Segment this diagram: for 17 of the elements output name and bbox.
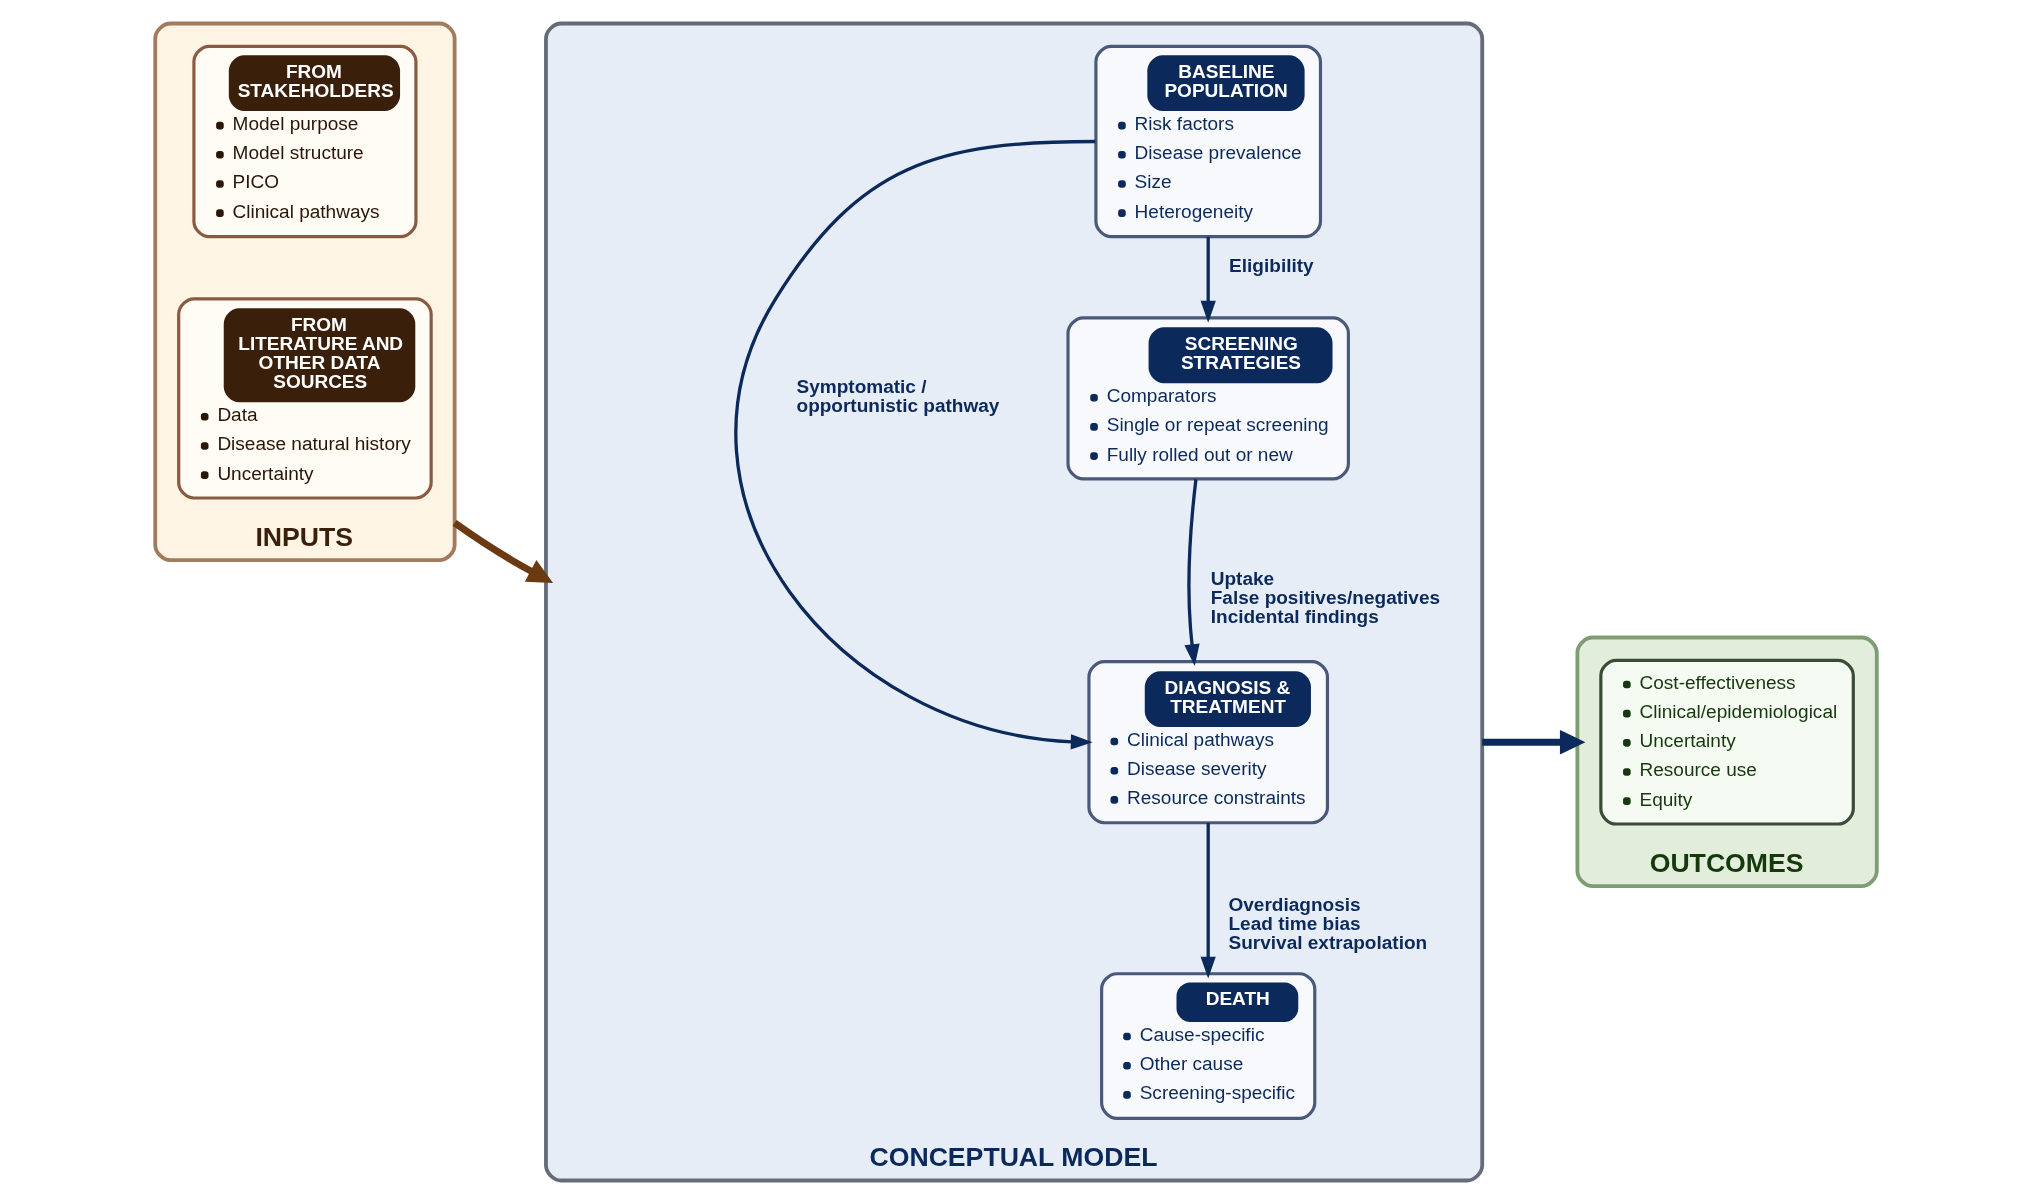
- arrow: [734, 139, 1096, 750]
- arrow: [1482, 729, 1586, 755]
- edge-label: Symptomatic / opportunistic pathway: [796, 376, 1000, 417]
- edge-label: Uptake False positives/negatives Incidental findings: [1210, 567, 1441, 627]
- node-box: FROM LITERATURE AND OTHER DATA SOURCES Data Disease natural history Uncertainty: [177, 297, 433, 500]
- arrow: [1184, 479, 1200, 667]
- node-box: Cost-effectiveness Clinical/epidemiological Uncertainty Resource use Equity: [1599, 658, 1855, 826]
- arrow: [1200, 823, 1216, 979]
- arrow: [1200, 236, 1216, 323]
- node-box: FROM STAKEHOLDERS Model purpose Model structure PICO Clinical pathways: [192, 44, 418, 239]
- node-box: DIAGNOSIS & TREATMENT Clinical pathways Disease severity Resource constraints: [1087, 660, 1330, 825]
- node-box: BASELINE POPULATION Risk factors Disease prevalence Size Heterogeneity: [1094, 44, 1323, 239]
- edge-label: Overdiagnosis Lead time bias Survival extrapolation: [1228, 893, 1428, 953]
- node-box: SCREENING STRATEGIES Comparators Single or repeat screening Fully rolled out or new: [1066, 316, 1350, 481]
- arrow: [452, 520, 554, 583]
- node-box: DEATH Cause-specific Other cause Screening-specific: [1100, 972, 1317, 1120]
- edge-label: Eligibility: [1229, 254, 1314, 276]
